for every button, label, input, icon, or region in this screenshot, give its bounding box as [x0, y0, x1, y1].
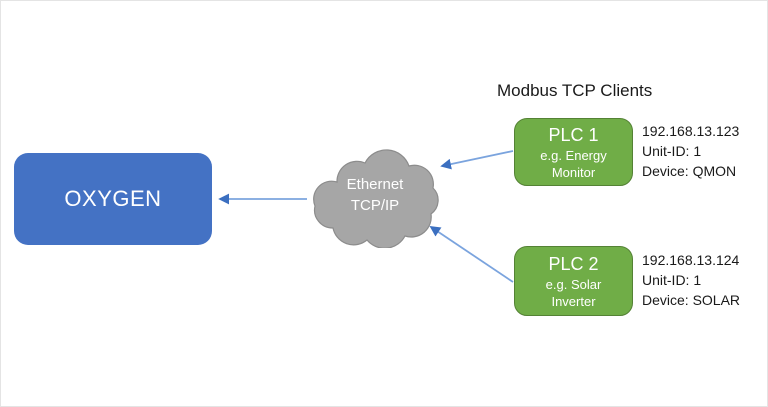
plc1-unit-id: Unit-ID: 1 [642, 143, 702, 159]
oxygen-label: OXYGEN [64, 186, 162, 211]
section-title: Modbus TCP Clients [497, 81, 653, 100]
plc2-info-block: 192.168.13.124 Unit-ID: 1 Device: SOLAR [642, 250, 740, 310]
cloud-icon [313, 149, 439, 249]
plc1-ip: 192.168.13.123 [642, 123, 740, 139]
plc1-title: PLC 1 [548, 124, 599, 145]
oxygen-node: OXYGEN [14, 153, 212, 245]
plc2-ip: 192.168.13.124 [642, 252, 740, 268]
plc2-description-line2: Inverter [551, 293, 596, 309]
plc2-title: PLC 2 [548, 253, 599, 274]
plc1-description-line2: Monitor [551, 164, 596, 180]
arrow-plc1-to-cloud [440, 150, 514, 170]
plc1-device: Device: QMON [642, 163, 737, 179]
network-cloud-node: Ethernet TCP/IP [301, 144, 449, 249]
network-label-line1: Ethernet [346, 176, 404, 193]
plc2-unit-id: Unit-ID: 1 [642, 272, 702, 288]
plc2-node: PLC 2 e.g. Solar Inverter [514, 246, 633, 316]
plc2-description-line1: e.g. Solar [545, 276, 602, 292]
network-label-line2: TCP/IP [350, 197, 400, 214]
plc1-node: PLC 1 e.g. Energy Monitor [514, 118, 633, 186]
plc1-description-line1: e.g. Energy [540, 147, 607, 163]
plc2-device: Device: SOLAR [642, 292, 741, 308]
plc1-info-block: 192.168.13.123 Unit-ID: 1 Device: QMON [642, 121, 739, 181]
network-cloud-label: Ethernet TCP/IP [301, 144, 449, 248]
